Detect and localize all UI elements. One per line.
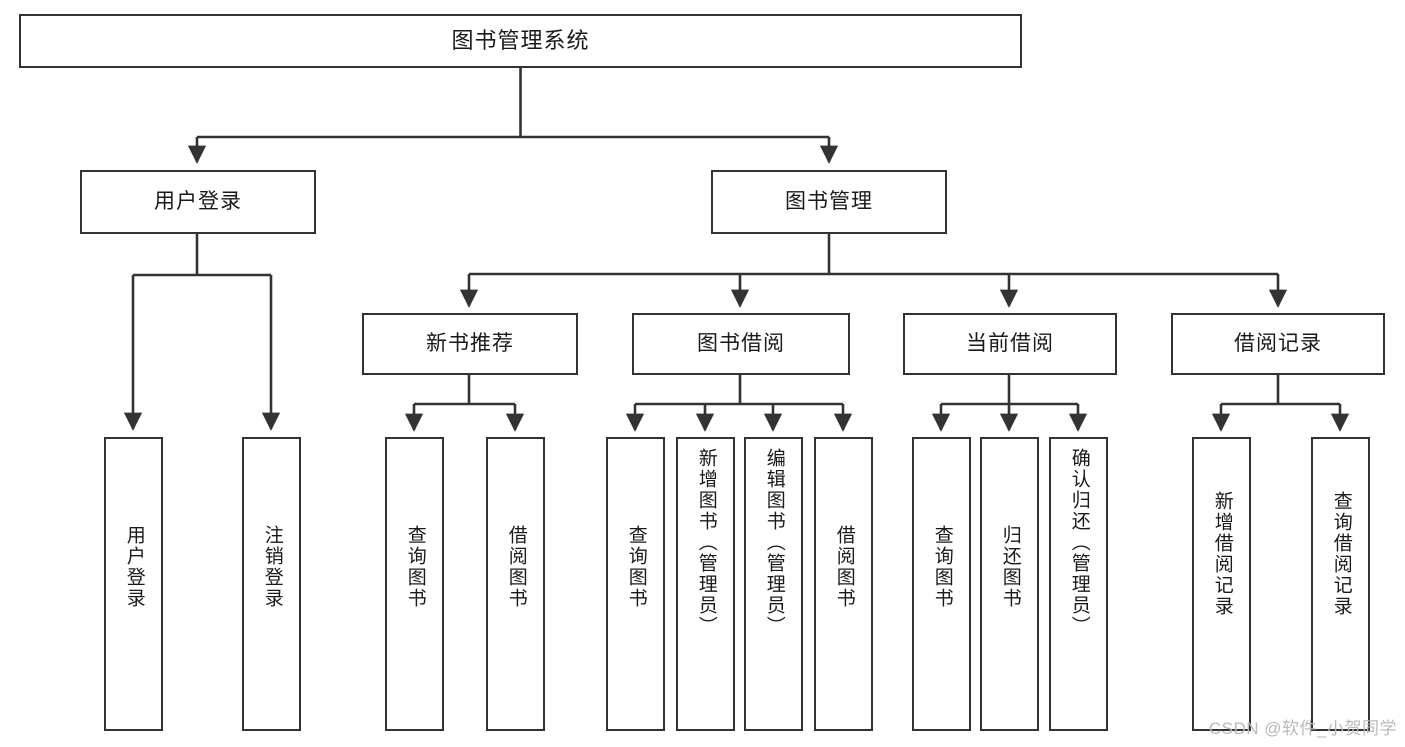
node-new-book-rec-label: 新书推荐 bbox=[426, 332, 514, 356]
node-leaf-query-book-1-label: 查询图书 bbox=[404, 525, 426, 609]
node-leaf-borrow-book-2[interactable]: 借阅图书 bbox=[814, 437, 873, 731]
node-leaf-query-book-3[interactable]: 查询图书 bbox=[912, 437, 971, 731]
node-borrow-record[interactable]: 借阅记录 bbox=[1171, 313, 1385, 375]
node-book-borrow-label: 图书借阅 bbox=[697, 332, 785, 356]
node-leaf-add-record[interactable]: 新增借阅记录 bbox=[1192, 437, 1251, 731]
node-leaf-add-book[interactable]: 新增图书（管理员） bbox=[676, 437, 735, 731]
node-book-manage[interactable]: 图书管理 bbox=[711, 170, 947, 234]
node-leaf-query-record[interactable]: 查询借阅记录 bbox=[1311, 437, 1370, 731]
node-leaf-confirm-return[interactable]: 确认归还（管理员） bbox=[1049, 437, 1108, 731]
node-leaf-query-book-3-label: 查询图书 bbox=[931, 525, 953, 609]
node-leaf-return-book[interactable]: 归还图书 bbox=[980, 437, 1039, 731]
node-leaf-query-book-2-label: 查询图书 bbox=[625, 525, 647, 609]
node-new-book-rec[interactable]: 新书推荐 bbox=[362, 313, 578, 375]
node-leaf-query-book-2[interactable]: 查询图书 bbox=[606, 437, 665, 731]
node-user-login[interactable]: 用户登录 bbox=[80, 170, 316, 234]
node-leaf-confirm-return-label: 确认归还（管理员） bbox=[1068, 448, 1090, 637]
node-leaf-logout[interactable]: 注销登录 bbox=[242, 437, 301, 731]
node-borrow-record-label: 借阅记录 bbox=[1234, 332, 1322, 356]
node-leaf-return-book-label: 归还图书 bbox=[999, 525, 1021, 609]
node-root-label: 图书管理系统 bbox=[451, 27, 590, 53]
node-leaf-add-book-label: 新增图书（管理员） bbox=[695, 448, 717, 637]
csdn-watermark: CSDN @软件_小贺同学 bbox=[1208, 719, 1397, 738]
node-leaf-add-record-label: 新增借阅记录 bbox=[1211, 491, 1233, 617]
node-book-borrow[interactable]: 图书借阅 bbox=[632, 313, 850, 375]
node-user-login-label: 用户登录 bbox=[154, 190, 242, 214]
node-current-borrow-label: 当前借阅 bbox=[966, 332, 1054, 356]
node-leaf-edit-book-label: 编辑图书（管理员） bbox=[763, 448, 785, 637]
node-leaf-user-login-label: 用户登录 bbox=[123, 525, 145, 609]
node-current-borrow[interactable]: 当前借阅 bbox=[903, 313, 1117, 375]
node-book-manage-label: 图书管理 bbox=[785, 190, 873, 214]
node-leaf-query-book-1[interactable]: 查询图书 bbox=[385, 437, 444, 731]
node-leaf-user-login[interactable]: 用户登录 bbox=[104, 437, 163, 731]
node-leaf-edit-book[interactable]: 编辑图书（管理员） bbox=[744, 437, 803, 731]
node-leaf-query-record-label: 查询借阅记录 bbox=[1330, 491, 1352, 617]
node-leaf-borrow-book-1[interactable]: 借阅图书 bbox=[486, 437, 545, 731]
node-root[interactable]: 图书管理系统 bbox=[19, 14, 1022, 68]
node-leaf-logout-label: 注销登录 bbox=[261, 525, 283, 609]
node-leaf-borrow-book-2-label: 借阅图书 bbox=[833, 525, 855, 609]
node-leaf-borrow-book-1-label: 借阅图书 bbox=[505, 525, 527, 609]
